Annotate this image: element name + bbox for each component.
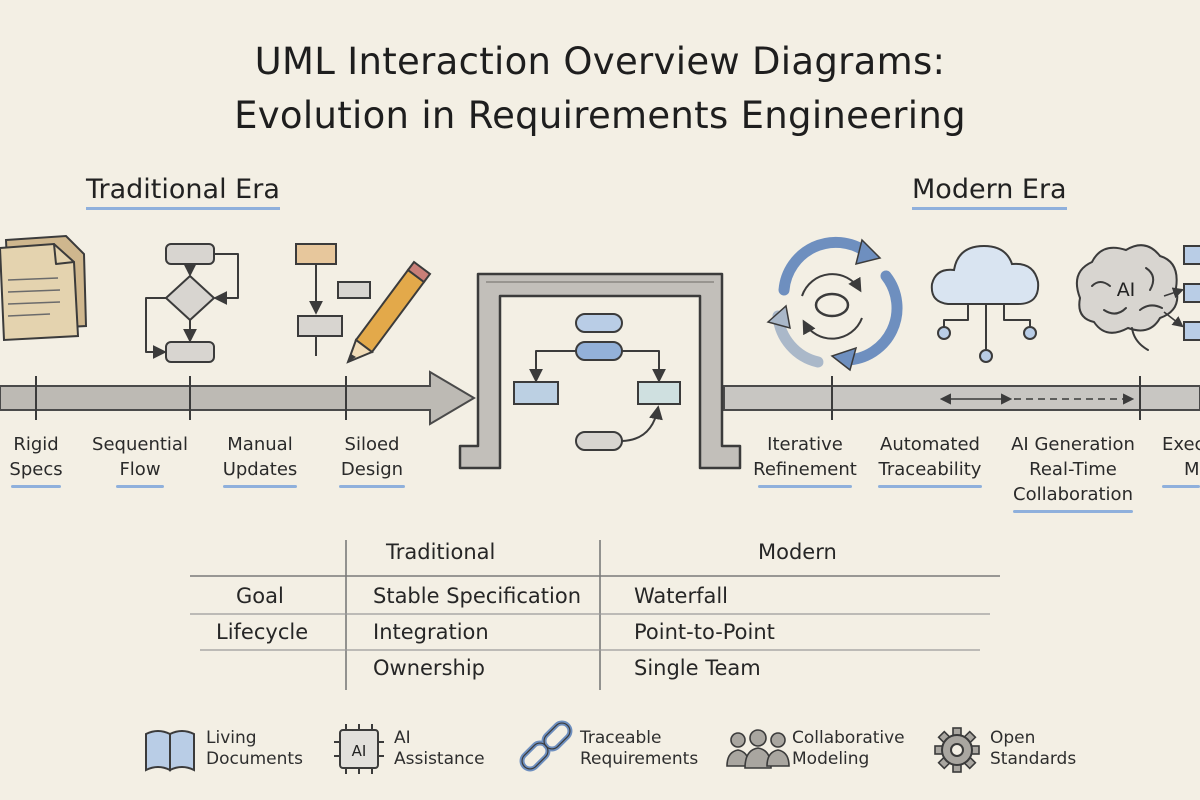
people-icon xyxy=(726,729,790,769)
manual-diagram-icon xyxy=(295,243,371,356)
ai-chip-icon: AI xyxy=(334,724,384,774)
comparison-table-grid xyxy=(190,540,1000,690)
execution-model-icon xyxy=(1163,245,1200,341)
table-cell-modern: Single Team xyxy=(634,656,761,680)
traditional-era-heading: Traditional Era xyxy=(86,174,280,210)
interaction-diagram-icon xyxy=(513,313,681,451)
stage-label-rigid-specs: Rigid Specs xyxy=(0,432,86,488)
table-cell-modern: Waterfall xyxy=(634,584,729,608)
table-row-label: Lifecycle xyxy=(216,620,309,644)
table-header-traditional: Traditional xyxy=(386,540,496,564)
title-line-2: Evolution in Requirements Engineering xyxy=(234,94,966,137)
table-cell-traditional: Ownership xyxy=(373,656,485,680)
stage-label-manual-updates: Manual Updates xyxy=(200,432,320,488)
table-header-modern: Modern xyxy=(758,540,837,564)
gateway-frame xyxy=(458,272,742,470)
pencil-icon xyxy=(346,260,432,364)
stage-label-siloed-design: Siloed Design xyxy=(312,432,432,488)
ai-brain-icon: AI xyxy=(1076,244,1179,351)
table-cell-modern: Point-to-Point xyxy=(634,620,775,644)
flowchart-icon xyxy=(145,243,239,363)
title-line-1: UML Interaction Overview Diagrams: xyxy=(254,40,946,83)
stage-label-execution-partial: Exec M xyxy=(1162,432,1200,488)
modern-era-heading: Modern Era xyxy=(912,174,1067,210)
table-cell-traditional: Stable Specification xyxy=(373,584,582,608)
timeline-bar-left xyxy=(0,370,476,426)
cloud-network-icon xyxy=(930,244,1040,363)
chip-label: AI xyxy=(352,742,367,760)
gear-icon xyxy=(934,727,980,773)
cycle-arrows-icon xyxy=(766,236,903,372)
paper-stack-icon xyxy=(0,234,88,342)
stage-label-sequential-flow: Sequential Flow xyxy=(80,432,200,488)
stage-label-iterative-refinement: Iterative Refinement xyxy=(748,432,862,488)
stage-label-ai-generation: AI Generation Real-Time Collaboration xyxy=(1000,432,1146,513)
timeline-bar-right xyxy=(723,376,1200,420)
table-row-label: Goal xyxy=(236,584,284,608)
brain-label: AI xyxy=(1117,279,1136,301)
stage-label-automated-traceability: Automated Traceability xyxy=(868,432,992,488)
chain-link-icon xyxy=(519,720,573,772)
table-cell-traditional: Integration xyxy=(373,620,489,644)
book-icon xyxy=(145,730,195,772)
